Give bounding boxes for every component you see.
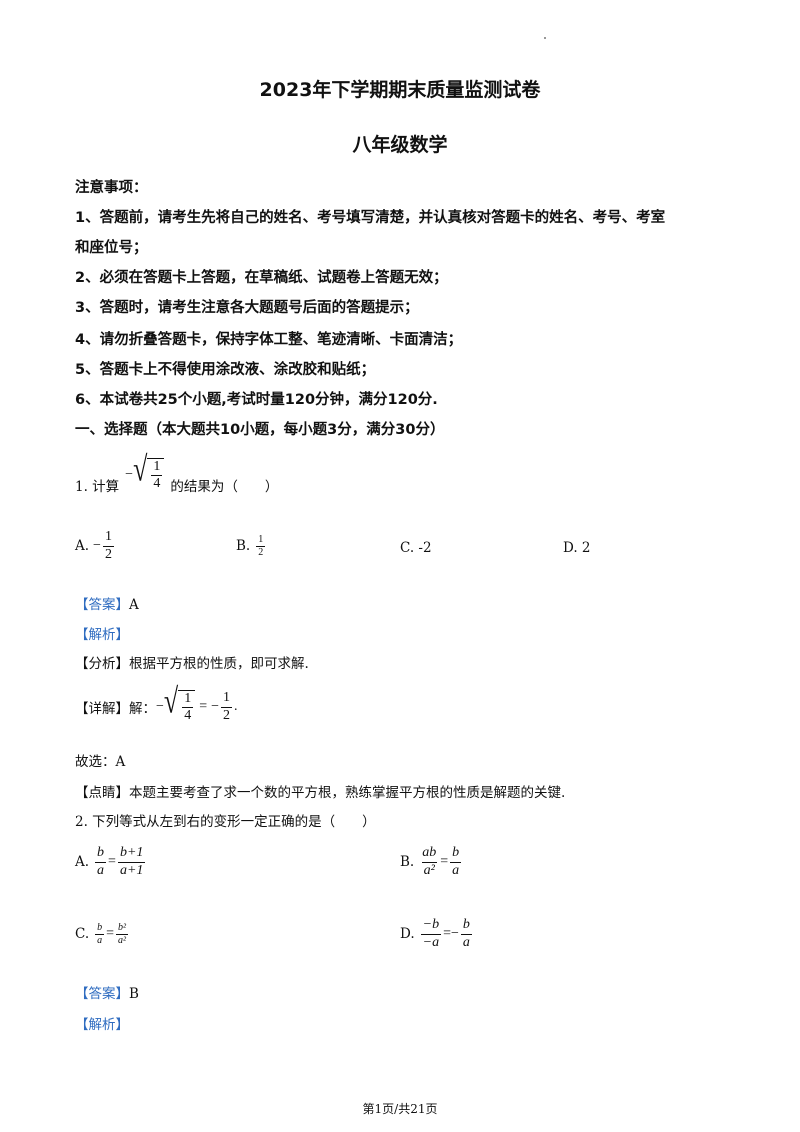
fraction-numerator: b — [97, 922, 103, 933]
minus-sign: − — [93, 538, 101, 553]
section-heading: 一、选择题（本大题共10小题，每小题3分，满分30分） — [75, 422, 445, 438]
equals-sign: = — [443, 926, 451, 941]
minus-sign: − — [125, 467, 134, 482]
fraction-numerator: 1 — [104, 529, 112, 545]
page-title: 2023年下学期期末质量监测试卷 — [259, 79, 541, 101]
notice-item: 3、答题时，请考生注意各大题题号后面的答题提示； — [75, 300, 419, 316]
fraction-numerator: b — [452, 845, 460, 861]
answer-tag: 【答案】 — [75, 597, 129, 613]
fraction-denominator: a — [95, 933, 105, 946]
equals-sign: = — [108, 854, 116, 869]
question-2-stem: 2. 下列等式从左到右的变形一定正确的是（ ） — [75, 814, 376, 830]
equals-sign: = — [106, 926, 115, 941]
notice-item: 和座位号； — [75, 240, 148, 256]
notice-item: 1、答题前，请考生先将自己的姓名、考号填写清楚，并认真核对答题卡的姓名、考号、考… — [75, 210, 666, 226]
answer-value: B — [129, 986, 139, 1002]
fraction-denominator: a — [450, 861, 462, 878]
dianjing-line: 【点睛】本题主要考查了求一个数的平方根，熟练掌握平方根的性质是解题的关键. — [75, 781, 565, 801]
fraction-denominator: −a — [420, 933, 442, 950]
notice-item: 4、请勿折叠答题卡，保持字体工整、笔迹清晰、卡面清洁； — [75, 332, 463, 348]
fraction-denominator: 4 — [182, 707, 194, 723]
fraction-numerator: b — [462, 917, 470, 933]
option-label: D. — [400, 926, 415, 942]
question-1-suffix: 的结果为（ ） — [170, 479, 279, 495]
detail-tag: 【详解】 — [75, 701, 129, 717]
q2-analysis-tag: 【解析】 — [75, 1017, 129, 1033]
answer-tag: 【答案】 — [75, 986, 129, 1002]
fraction-denominator: a² — [116, 933, 129, 946]
option-d: D. 2 — [563, 540, 591, 556]
dianjing-tag: 【点睛】 — [75, 785, 129, 801]
notice-item: 5、答题卡上不得使用涂改液、涂改胶和贴纸； — [75, 362, 376, 378]
notice-item: 2、必须在答题卡上答题，在草稿纸、试题卷上答题无效； — [75, 270, 448, 286]
fraction-denominator: 2 — [256, 545, 266, 558]
fraction-numerator: 1 — [258, 534, 264, 545]
question-1-prefix: 1. 计算 — [75, 479, 120, 495]
notice-heading: 注意事项： — [75, 180, 148, 196]
fenxi-text: 根据平方根的性质，即可求解. — [129, 656, 309, 672]
fraction-denominator: 2 — [102, 545, 114, 562]
dianjing-text: 本题主要考查了求一个数的平方根，熟练掌握平方根的性质是解题的关键. — [129, 785, 566, 801]
minus-sign: − — [451, 926, 459, 941]
fraction-denominator: 4 — [151, 475, 163, 491]
option-a-label: A. — [75, 538, 90, 554]
fraction-numerator: b+1 — [119, 845, 144, 861]
minus-sign: − — [156, 699, 164, 714]
fraction-numerator: b — [97, 845, 105, 861]
fenxi-line: 【分析】根据平方根的性质，即可求解. — [75, 652, 309, 672]
fraction-denominator: a+1 — [117, 861, 146, 878]
fraction-numerator: 1 — [184, 690, 192, 706]
option-label: A. — [75, 854, 90, 870]
equals-sign: = — [199, 699, 208, 714]
equals-sign: = — [440, 854, 449, 869]
notice-item: 6、本试卷共25个小题,考试时量120分钟，满分120分. — [75, 392, 438, 408]
answer-value: A — [129, 597, 139, 613]
page-subtitle: 八年级数学 — [352, 134, 448, 156]
fraction-numerator: ab — [422, 845, 437, 861]
analysis-tag: 【解析】 — [75, 627, 129, 643]
fraction-denominator: a — [95, 861, 107, 878]
fraction-numerator: 1 — [153, 458, 161, 474]
option-label: B. — [400, 854, 415, 870]
fraction-numerator: b² — [118, 922, 127, 933]
option-b-label: B. — [236, 538, 251, 554]
option-label: C. — [75, 926, 90, 942]
corner-dot — [544, 37, 546, 39]
fraction-denominator: a — [460, 933, 472, 950]
fraction-denominator: a² — [421, 861, 437, 878]
page-footer: 第1页/共21页 — [362, 1102, 438, 1116]
fraction-numerator: 1 — [223, 690, 230, 706]
option-c: C. -2 — [400, 540, 432, 556]
answer-line: 【答案】A — [75, 593, 139, 613]
minus-sign: − — [211, 699, 219, 714]
detail-prefix: 解： — [129, 701, 156, 717]
fraction-numerator: −b — [422, 917, 440, 933]
fraction-denominator: 2 — [221, 706, 232, 723]
choose-line: 故选：A — [75, 754, 126, 770]
q2-answer-line: 【答案】B — [75, 982, 139, 1002]
fenxi-tag: 【分析】 — [75, 656, 129, 672]
